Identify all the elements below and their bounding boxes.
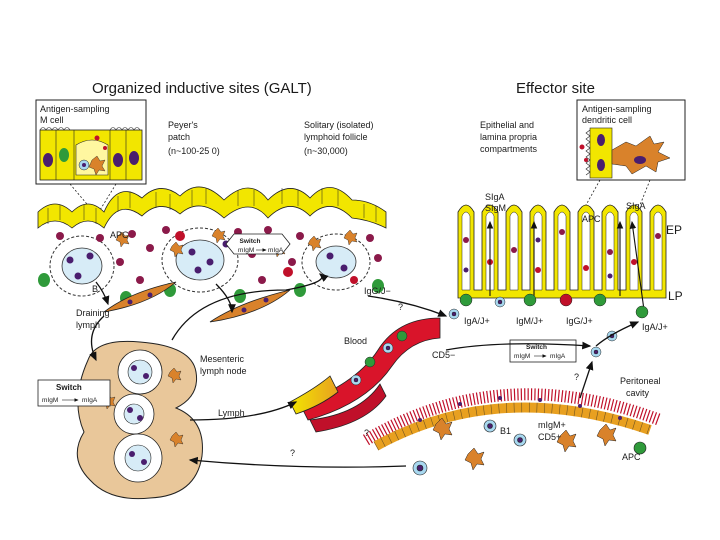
ep-label: EP bbox=[666, 223, 682, 237]
switch-galt-title: Switch bbox=[240, 238, 261, 245]
draining-lymph-label-1: Draining bbox=[76, 308, 110, 318]
ig-labels: IgA/J+ IgM/J+ IgG/J+ IgA/J+ bbox=[464, 316, 668, 332]
blood-label: Blood bbox=[344, 336, 367, 346]
cd5-plus-label: CD5+ bbox=[538, 432, 561, 442]
switch-galt-to: mIgA bbox=[268, 247, 284, 254]
iga-j-label-1: IgA/J+ bbox=[464, 316, 490, 326]
peritoneal-label-1: Peritoneal bbox=[620, 376, 661, 386]
epithelial-line-1: Epithelial and bbox=[480, 120, 534, 130]
peritoneal-cavity bbox=[362, 388, 663, 476]
mesenteric-label-2: lymph node bbox=[200, 366, 247, 376]
switch-effector-from: mIgM bbox=[514, 353, 530, 360]
question-1: ? bbox=[398, 302, 403, 312]
cd5-minus-label: CD5− bbox=[432, 350, 455, 360]
peritoneal-label-2: cavity bbox=[626, 388, 650, 398]
switch-box-effector: Switch mIgM mIgA bbox=[509, 339, 577, 363]
villi-cells bbox=[463, 229, 661, 279]
migm-plus-label: mIgM+ bbox=[538, 420, 566, 430]
switch-effector-to: mIgA bbox=[550, 353, 566, 360]
solitary-line-3: (n~30,000) bbox=[304, 146, 348, 156]
switch-node-to: mIgA bbox=[82, 397, 98, 404]
peyers-line-1: Peyer's bbox=[168, 120, 198, 130]
switch-node-title: Switch bbox=[56, 383, 82, 392]
m-cell-title-1: Antigen-sampling bbox=[40, 104, 110, 114]
galt-epithelium bbox=[37, 186, 387, 229]
mesenteric-lymph-node bbox=[76, 340, 203, 500]
title-galt: Organized inductive sites (GALT) bbox=[92, 80, 312, 97]
switch-galt-from: mIgM bbox=[238, 247, 254, 254]
dendritic-cell-inset: Antigen-sampling dendritic cell bbox=[576, 99, 686, 181]
peyers-line-2: patch bbox=[168, 132, 190, 142]
lymph-label: Lymph bbox=[218, 408, 245, 418]
solitary-follicle-label: Solitary (isolated) lymphoid follicle (n… bbox=[304, 120, 374, 156]
solitary-line-1: Solitary (isolated) bbox=[304, 120, 374, 130]
igm-j-label: IgM/J+ bbox=[516, 316, 543, 326]
follicle-middle bbox=[161, 227, 239, 293]
peyers-line-3: (n~100-25 0) bbox=[168, 146, 220, 156]
siga-label-2: SIgA bbox=[626, 201, 646, 211]
sigm-label: SIgM bbox=[485, 203, 506, 213]
question-4: ? bbox=[364, 428, 369, 438]
blood-vessel bbox=[289, 317, 441, 433]
apc-label-right: APC bbox=[582, 214, 601, 224]
b-cell-label: B bbox=[92, 284, 98, 294]
title-effector: Effector site bbox=[516, 80, 595, 97]
igg-j-label: IgG/J+ bbox=[566, 316, 593, 326]
epithelial-line-2: lamina propria bbox=[480, 132, 537, 142]
dendritic-callout bbox=[585, 179, 651, 206]
draining-lymph-label-2: lymph bbox=[76, 320, 100, 330]
switch-box-galt: Switch mIgM mIgA bbox=[225, 233, 291, 255]
switch-box-lymph-node: Switch mIgM mIgA bbox=[37, 379, 111, 407]
plasma-cells bbox=[448, 293, 649, 358]
iga-j-label-2: IgA/J+ bbox=[642, 322, 668, 332]
epithelial-compartment-label: Epithelial and lamina propria compartmen… bbox=[480, 120, 538, 154]
switch-effector-title: Switch bbox=[526, 344, 547, 351]
m-cell-title-2: M cell bbox=[40, 115, 64, 125]
siga-arrows bbox=[486, 220, 645, 311]
follicle-left bbox=[49, 235, 115, 297]
epithelial-line-3: compartments bbox=[480, 144, 538, 154]
b1-label: B1 bbox=[500, 426, 511, 436]
igg-j-label-top: IgG/J− bbox=[364, 286, 391, 296]
siga-label-1: SIgA bbox=[485, 192, 505, 202]
lp-label: LP bbox=[668, 289, 683, 303]
m-cell-inset: Antigen-sampling M cell bbox=[35, 99, 147, 185]
apc-label-left: APC bbox=[110, 230, 129, 240]
dendritic-title-1: Antigen-sampling bbox=[582, 104, 652, 114]
question-3: ? bbox=[290, 448, 295, 458]
peyers-patch-label: Peyer's patch (n~100-25 0) bbox=[168, 120, 220, 156]
switch-node-from: mIgM bbox=[42, 397, 58, 404]
solitary-line-2: lymphoid follicle bbox=[304, 132, 368, 142]
question-2: ? bbox=[574, 372, 579, 382]
dendritic-title-2: dendritic cell bbox=[582, 115, 632, 125]
galt-cells bbox=[38, 226, 384, 305]
migration-arrows bbox=[89, 273, 640, 468]
draining-lymph-vessels bbox=[103, 281, 291, 323]
mesenteric-label-1: Mesenteric bbox=[200, 354, 245, 364]
apc-label-bottom: APC bbox=[622, 452, 641, 462]
